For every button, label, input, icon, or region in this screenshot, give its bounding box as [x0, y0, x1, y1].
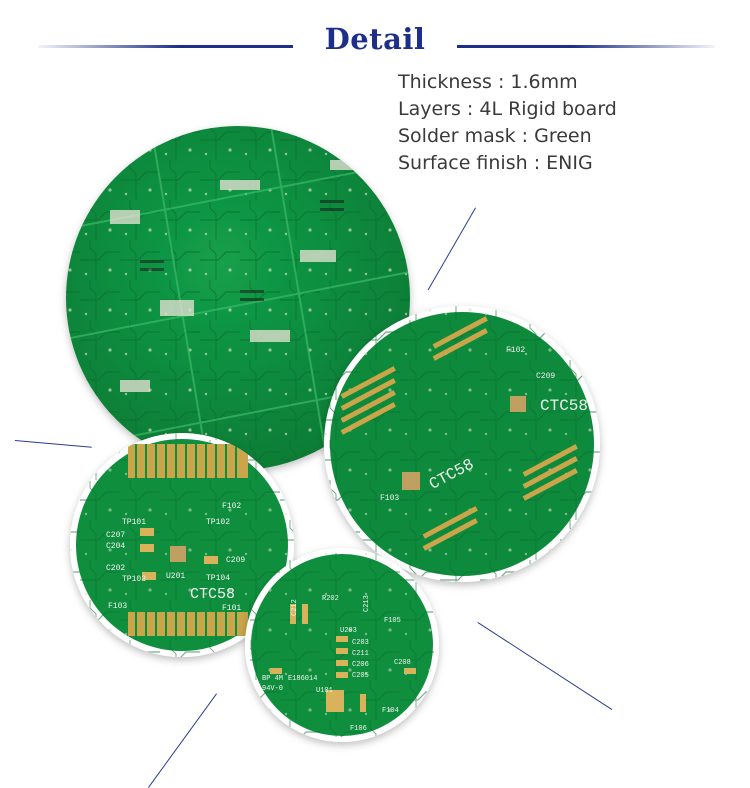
silkscreen-label: C209 [226, 556, 245, 565]
silkscreen-label: E186014 [288, 675, 317, 683]
silkscreen-label: C205 [352, 672, 369, 680]
silkscreen-label: 94V-0 [262, 685, 283, 693]
title-rule-left [38, 45, 293, 48]
silkscreen-label: C208 [394, 659, 411, 667]
silkscreen-label: F104 [382, 707, 399, 715]
silkscreen-label: J101 [92, 457, 101, 476]
silkscreen-label: TP104 [206, 574, 230, 583]
spec-list: Thickness : 1.6mm Layers : 4L Rigid boar… [398, 69, 617, 177]
silkscreen-label: R202 [322, 595, 339, 603]
pcb-chip-closeup: J101 TP101 TP102 C207 C204 C202 TP103 U2… [70, 433, 294, 657]
spec-solder-mask: Solder mask : Green [398, 125, 592, 147]
title-rule-right [457, 45, 715, 48]
silkscreen-label: F102 [222, 502, 241, 511]
silkscreen-label: C203 [352, 639, 369, 647]
silkscreen-label: C204 [106, 542, 125, 551]
silkscreen-label: TP103 [122, 575, 146, 584]
silkscreen-label: C211 [352, 650, 369, 658]
pcb-components-closeup: R202 C212 C213 U203 C203 C211 C206 C205 … [245, 548, 439, 742]
spec-layers: Layers : 4L Rigid board [398, 98, 617, 120]
silkscreen-label: C206 [352, 661, 369, 669]
silkscreen-label: U203 [340, 627, 357, 635]
silkscreen-label: BP 4M [262, 675, 283, 683]
silkscreen-label: F101 [222, 604, 241, 613]
silkscreen-label: F102 [506, 346, 525, 355]
silkscreen-label: U101 [316, 687, 333, 695]
spec-thickness: Thickness : 1.6mm [398, 71, 578, 93]
silkscreen-label: F103 [380, 494, 399, 503]
silkscreen-ctc58: CTC58 [540, 397, 588, 415]
silkscreen-label: C213 [363, 595, 371, 612]
silkscreen-label: F103 [108, 602, 127, 611]
silkscreen-label: C202 [106, 564, 125, 573]
silkscreen-label: C209 [536, 372, 555, 381]
silkscreen-label: F106 [350, 725, 367, 733]
silkscreen-ctc58: CTC58 [190, 586, 235, 603]
silkscreen-label: C212 [291, 599, 299, 616]
pcb-connector-closeup: CTC58 CTC58 F102 C209 F103 [324, 306, 600, 582]
spec-surface-finish: Surface finish : ENIG [398, 152, 593, 174]
silkscreen-label: C207 [106, 531, 125, 540]
silkscreen-label: TP102 [206, 518, 230, 527]
section-title: Detail [324, 22, 426, 56]
silkscreen-label: U201 [166, 572, 185, 581]
silkscreen-label: F105 [384, 617, 401, 625]
silkscreen-label: TP101 [122, 518, 146, 527]
